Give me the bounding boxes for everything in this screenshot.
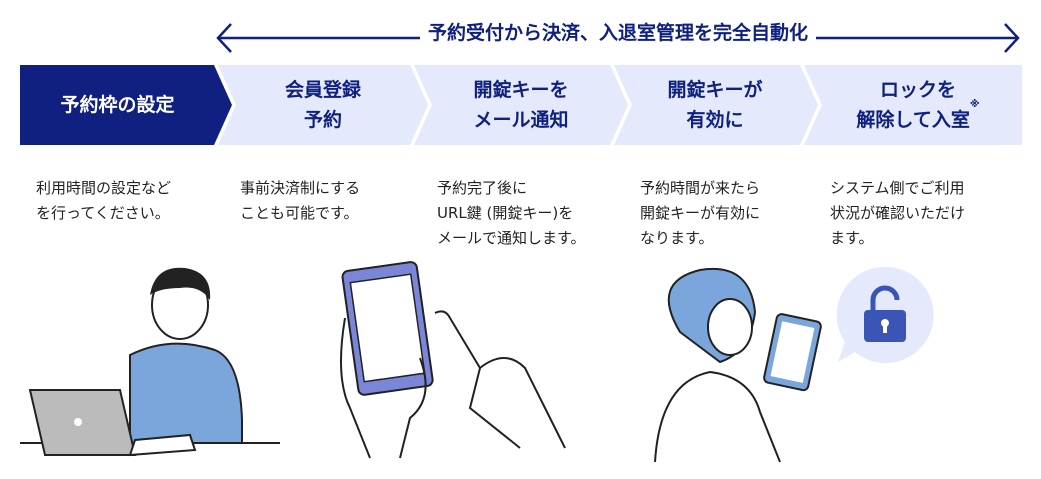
- step-5-label: ロックを 解除して入室※: [856, 79, 980, 131]
- step-2-desc: 事前決済制にする ことも可能です。: [240, 179, 361, 222]
- step-4-desc: 予約時間が来たら 開錠キーが有効に なります。: [640, 179, 761, 247]
- chevron-step-5: [804, 65, 1022, 145]
- chevron-step-3: [414, 65, 628, 145]
- chevron-step-2: [218, 65, 428, 145]
- step-1-label: 予約枠の設定: [60, 94, 175, 116]
- unlock-speech-bubble: [836, 266, 934, 363]
- chevron-step-1: [20, 65, 232, 145]
- step-1-desc: 利用時間の設定など を行ってください。: [36, 179, 172, 222]
- man-with-laptop-illustration: [20, 267, 280, 457]
- step-3-label: 開錠キーを メール通知: [473, 79, 569, 131]
- step-5-desc: システム側でご利用 状況が確認いただけ ます。: [830, 179, 966, 247]
- step-4-label: 開錠キーが 有効に: [667, 79, 763, 131]
- step-3-desc: 予約完了後に URL鍵 (開錠キー)を メールで通知します。: [437, 179, 586, 247]
- chevron-step-4: [614, 65, 818, 145]
- unlock-icon: [864, 285, 906, 342]
- banner-title: 予約受付から決済、入退室管理を完全自動化: [215, 18, 1021, 45]
- step-2-label: 会員登録 予約: [284, 79, 361, 131]
- hand-holding-smartphone-illustration: [340, 261, 566, 459]
- footnote-mark: ※: [969, 99, 980, 110]
- woman-with-smartphone-illustration: [654, 267, 822, 463]
